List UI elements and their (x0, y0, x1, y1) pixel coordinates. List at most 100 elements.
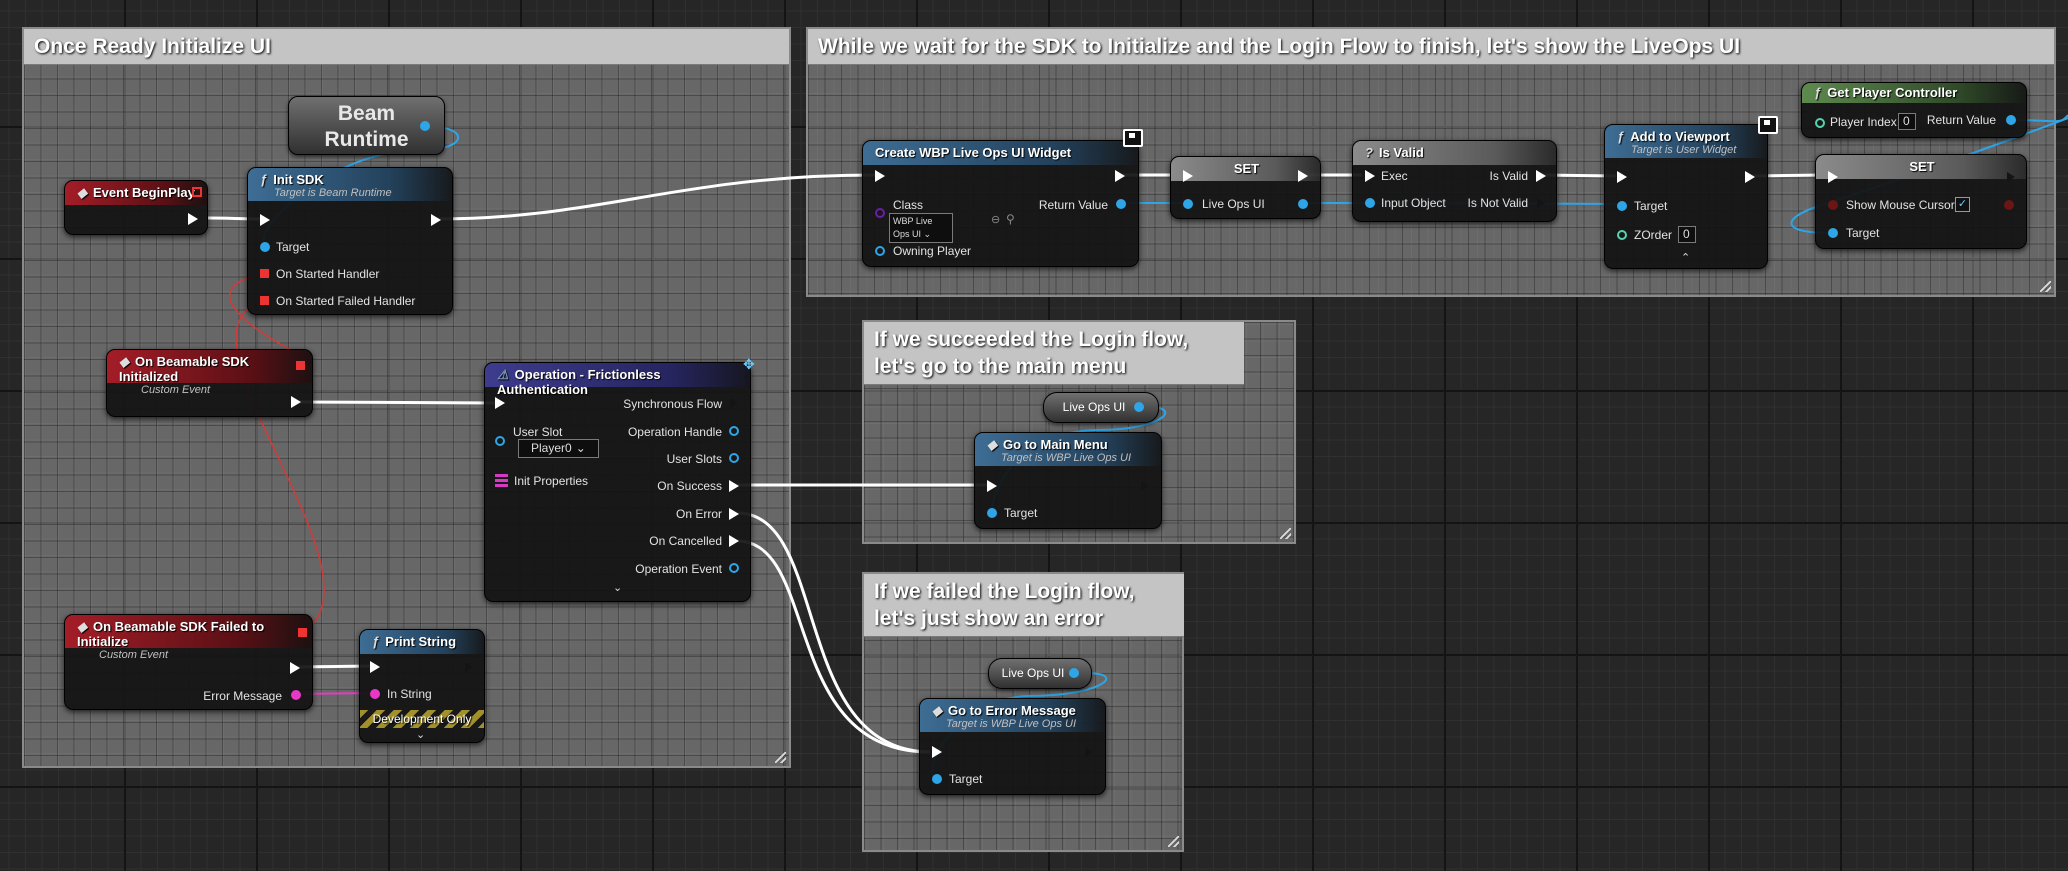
user-slot-dropdown[interactable]: Player0⌄ (518, 439, 599, 458)
target-pin[interactable] (1617, 201, 1627, 211)
exec-input-pin[interactable] (1828, 171, 1838, 183)
exec-input-pin[interactable] (987, 480, 997, 492)
exec-output-pin[interactable] (1084, 746, 1094, 758)
user-slot-value: Player0 (531, 441, 572, 455)
sdk-initialized-event-node[interactable]: ◆On Beamable SDK Initialized Custom Even… (106, 349, 313, 417)
exec-input-pin[interactable] (1365, 170, 1375, 182)
sync-flow-pin[interactable] (729, 397, 739, 409)
event-begin-play-node[interactable]: ◆Event BeginPlay (64, 180, 208, 235)
beam-runtime-variable[interactable]: Beam Runtime (288, 96, 445, 155)
error-message-pin[interactable] (291, 690, 301, 700)
exec-input-pin[interactable] (1183, 170, 1193, 182)
class-dropdown[interactable]: WBP Live Ops UI ⌄ (889, 213, 953, 243)
node-subtitle: Target is User Widget (1631, 144, 1737, 156)
user-slots-pin[interactable] (729, 453, 739, 463)
target-pin[interactable] (260, 242, 270, 252)
event-icon: ◆ (77, 185, 87, 200)
owning-player-pin[interactable] (875, 246, 885, 256)
exec-output-pin[interactable] (431, 214, 441, 226)
show-cursor-pin[interactable] (1828, 200, 1838, 210)
search-icon[interactable]: ⚲ (1006, 212, 1015, 226)
liveops-input-pin[interactable] (1183, 199, 1193, 209)
exec-output-pin[interactable] (1115, 170, 1125, 182)
exec-output-pin[interactable] (1745, 171, 1755, 183)
exec-output-pin[interactable] (188, 213, 198, 225)
is-not-valid-pin[interactable] (1536, 197, 1546, 209)
show-cursor-output-pin[interactable] (2004, 200, 2014, 210)
is-valid-node[interactable]: ?Is Valid Exec Is Valid Input Object Is … (1352, 140, 1557, 222)
node-header: SET (1171, 157, 1320, 181)
on-started-failed-pin[interactable] (260, 296, 269, 305)
exec-input-pin[interactable] (1617, 171, 1627, 183)
target-pin[interactable] (932, 774, 942, 784)
zorder-input[interactable]: 0 (1678, 226, 1696, 243)
return-value-pin[interactable] (1116, 199, 1126, 209)
set-liveops-node[interactable]: SET Live Ops UI (1170, 156, 1321, 219)
resize-handle[interactable] (775, 752, 786, 763)
set-mouse-cursor-node[interactable]: SET Show Mouse Cursor ✓ Target (1815, 154, 2027, 249)
collapse-chevron-icon[interactable]: ⌃ (1681, 252, 1691, 264)
sdk-failed-event-node[interactable]: ◆On Beamable SDK Failed to Initialize Cu… (64, 614, 313, 710)
frictionless-auth-node[interactable]: ⚠Operation - Frictionless Authentication… (484, 362, 751, 602)
liveops-variable-success[interactable]: Live Ops UI (1043, 392, 1159, 423)
exec-output-pin[interactable] (1140, 480, 1150, 492)
is-valid-pin[interactable] (1536, 170, 1546, 182)
show-cursor-checkbox[interactable]: ✓ (1955, 197, 1970, 212)
exec-output-pin[interactable] (1298, 170, 1308, 182)
beam-runtime-output-pin[interactable] (420, 121, 430, 131)
zorder-pin[interactable] (1617, 230, 1627, 240)
exec-input-pin[interactable] (875, 170, 885, 182)
exec-input-pin[interactable] (370, 661, 380, 673)
resize-handle[interactable] (1168, 836, 1179, 847)
exec-output-pin[interactable] (2006, 171, 2016, 183)
player-index-input[interactable]: 0 (1898, 113, 1916, 130)
exec-output-pin[interactable] (290, 662, 300, 674)
user-slot-pin[interactable] (495, 436, 505, 446)
operation-handle-pin[interactable] (729, 426, 739, 436)
target-pin[interactable] (1828, 228, 1838, 238)
in-string-pin[interactable] (370, 689, 380, 699)
variable-output-pin[interactable] (1134, 402, 1144, 412)
return-value-pin[interactable] (2006, 115, 2016, 125)
exec-output-pin[interactable] (464, 661, 474, 673)
init-properties-grid-icon[interactable] (495, 474, 508, 487)
exec-input-pin[interactable] (495, 397, 505, 409)
on-success-pin[interactable] (729, 480, 739, 492)
operation-event-pin[interactable] (729, 563, 739, 573)
create-widget-node[interactable]: Create WBP Live Ops UI Widget Class WBP … (862, 129, 1143, 267)
exec-input-pin[interactable] (932, 746, 942, 758)
event-icon: ◆ (987, 437, 997, 452)
exec-output-pin[interactable] (291, 396, 301, 408)
resize-handle[interactable] (1280, 528, 1291, 539)
node-subtitle: Custom Event (141, 384, 211, 396)
liveops-variable-failed[interactable]: Live Ops UI (988, 658, 1092, 689)
variable-output-pin[interactable] (1069, 668, 1079, 678)
go-to-main-menu-node[interactable]: ◆Go to Main Menu Target is WBP Live Ops … (974, 432, 1162, 529)
target-pin[interactable] (987, 508, 997, 518)
target-label: Target (949, 772, 983, 786)
liveops-output-pin[interactable] (1298, 199, 1308, 209)
on-error-pin[interactable] (729, 508, 739, 520)
browse-icon[interactable]: ⊖ (991, 214, 1001, 226)
node-title: Print String (385, 634, 457, 649)
on-cancelled-pin[interactable] (729, 535, 739, 547)
class-pin[interactable] (875, 208, 885, 218)
expand-chevron-icon[interactable]: ⌄ (613, 582, 623, 594)
expand-chevron-icon[interactable]: ⌄ (416, 729, 426, 741)
player-index-pin[interactable] (1815, 118, 1825, 128)
operation-handle-label: Operation Handle (627, 425, 722, 439)
exec-input-pin[interactable] (260, 214, 270, 226)
delegate-pin[interactable] (298, 628, 307, 637)
on-started-pin[interactable] (260, 269, 269, 278)
comment-title: Once Ready Initialize UI (24, 29, 789, 65)
go-to-error-message-node[interactable]: ◆Go to Error Message Target is WBP Live … (919, 698, 1106, 795)
node-header: ◆On Beamable SDK Failed to Initialize Cu… (65, 615, 312, 661)
input-object-pin[interactable] (1365, 198, 1375, 208)
delegate-pin[interactable] (296, 361, 305, 370)
delegate-pin[interactable] (192, 187, 202, 197)
resize-handle[interactable] (2040, 281, 2051, 292)
